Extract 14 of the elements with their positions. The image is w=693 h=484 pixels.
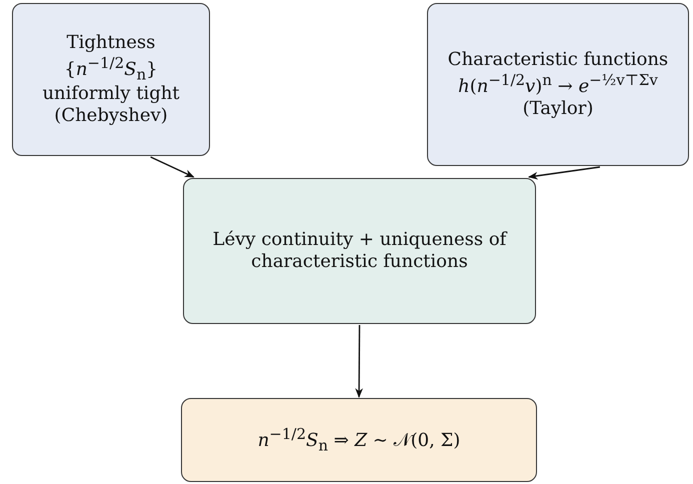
- arrow: [355, 325, 363, 398]
- box-text: n$^{−1/2}$S$_{n}$ ⇒ Z ∼ 𝒩(0, Σ): [258, 425, 460, 455]
- box-heading: Tightness: [66, 32, 156, 54]
- box-text: Lévy continuity + uniqueness of characteristic functions: [212, 229, 508, 273]
- process-box: [181, 398, 537, 482]
- box-heading: Characteristic functions: [448, 49, 668, 72]
- box-text: {n$^{−1/2}$S$_{n}$} uniformly tight (Chebyshev): [41, 54, 181, 128]
- process-box: [427, 3, 689, 166]
- process-box: [183, 178, 536, 324]
- arrow: [150, 156, 194, 178]
- arrow: [528, 166, 600, 180]
- process-box: [12, 3, 210, 156]
- box-text: h(n$^{−1/2}$v)$^{n}$ → e$^{−½v⊤Σv}$: [458, 71, 658, 98]
- box-text: (Taylor): [522, 98, 594, 120]
